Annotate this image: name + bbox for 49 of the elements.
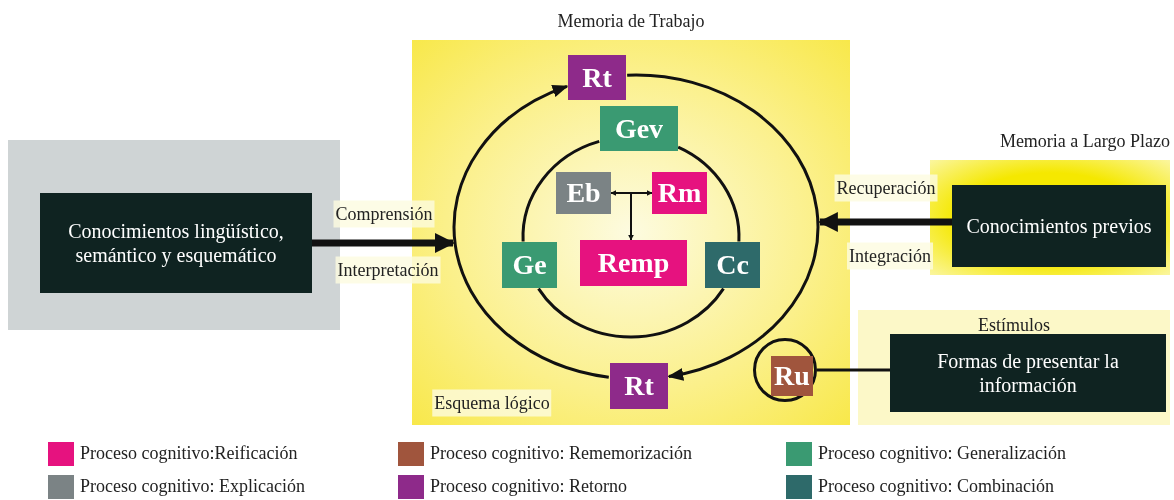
stimulus-box — [890, 334, 1166, 412]
process-box — [705, 242, 760, 288]
process-box — [771, 356, 813, 396]
legend-text: Proceso cognitivo: Explicación — [80, 475, 305, 498]
panel-heading: Estímulos — [977, 314, 1051, 337]
legend-text: Proceso cognitivo:Reificación — [80, 442, 298, 465]
box-text: Conocimientos previos — [965, 214, 1153, 238]
process-box — [568, 55, 626, 100]
process-code: Ge — [512, 251, 547, 279]
legend-text: Proceso cognitivo: Rememorización — [430, 442, 692, 465]
connector-line — [521, 140, 600, 242]
process-code: Eb — [566, 179, 601, 207]
arrow — [627, 73, 820, 380]
process-box — [652, 172, 707, 214]
panel-heading: Memoria a Largo Plazo — [999, 130, 1170, 153]
diagram-label: Interpretación — [335, 256, 441, 284]
edge-label: Comprensión — [333, 200, 435, 228]
diagram-label: Esquema lógico — [432, 389, 552, 417]
process-box — [580, 240, 687, 286]
process-code: Ru — [774, 362, 810, 390]
box-text: Formas de presentar la información — [936, 349, 1120, 397]
legend-text: Proceso cognitivo: Combinación — [818, 475, 1054, 498]
connector-line — [817, 368, 890, 372]
arrow — [452, 84, 610, 379]
process-code: Rt — [624, 372, 654, 400]
process-box — [600, 106, 678, 151]
connector-line — [537, 287, 725, 339]
legend-text: Proceso cognitivo: Generalización — [818, 442, 1066, 465]
process-box — [502, 242, 557, 288]
process-box — [610, 363, 668, 409]
connector-line — [677, 145, 741, 242]
process-code: Rt — [582, 63, 612, 92]
edge-label: Recuperación — [834, 174, 938, 202]
stimulus-panel — [858, 310, 1170, 425]
process-code: Gev — [614, 114, 664, 143]
knowledge-box — [40, 193, 312, 293]
process-code: Cc — [716, 251, 749, 279]
arrow — [628, 192, 634, 241]
arrow — [610, 190, 653, 196]
panel-heading: Memoria de Trabajo — [557, 10, 705, 33]
legend-text: Proceso cognitivo: Retorno — [430, 475, 627, 498]
diagram-label: Integración — [847, 242, 933, 270]
arrow — [817, 212, 952, 232]
box-text: Conocimientos lingüístico, semántico y esquemático — [67, 219, 285, 267]
knowledge-box — [952, 185, 1166, 267]
arrow — [312, 233, 455, 253]
process-code: Rm — [657, 179, 702, 207]
process-box — [556, 172, 611, 214]
process-code: Remp — [597, 249, 670, 277]
